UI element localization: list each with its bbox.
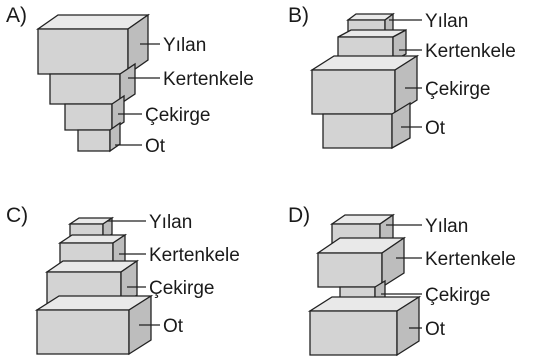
option-c-label-kertenkele: Kertenkele [149,245,240,266]
option-d-box-ot [307,295,422,357]
option-a-label-yilan: Yılan [163,35,206,56]
option-c-letter: C) [6,204,28,227]
option-a-box-kertenkele [49,62,136,106]
option-c-label-yilan: Yılan [149,212,192,233]
option-a-letter: A) [6,4,27,27]
option-d-label-cekirge: Çekirge [425,285,490,306]
option-b-label-kertenkele: Kertenkele [425,41,516,62]
option-d-label-ot: Ot [425,319,446,340]
option-c-box-ot [34,294,154,356]
option-b-box-ot [322,101,411,150]
option-d-label-yilan: Yılan [425,216,468,237]
option-d-letter: D) [288,204,310,227]
option-b: B) Yılan Kertenkele Çekirge [288,4,516,150]
option-a-label-kertenkele: Kertenkele [163,69,254,90]
option-c-label-ot: Ot [163,316,184,337]
option-b-label-ot: Ot [425,118,446,139]
option-a-box-ot [77,121,121,153]
option-b-box-kertenkele [337,28,407,63]
option-a-label-cekirge: Çekirge [145,105,210,126]
option-c-label-cekirge: Çekirge [149,278,214,299]
option-d-box-kertenkele [315,236,407,289]
option-b-label-yilan: Yılan [425,11,468,32]
option-b-box-cekirge [309,54,420,116]
option-a: A) Yılan Kertenkele Çekirge Ot [6,4,254,157]
option-b-letter: B) [288,4,309,27]
option-c: C) Yılan Kertenkele Çekirge [6,204,240,356]
option-a-box-yilan [35,13,151,76]
option-d-label-kertenkele: Kertenkele [425,249,516,270]
option-a-label-ot: Ot [145,136,166,157]
option-d: D) Yılan Kertenkele Çekirge [288,204,516,357]
option-b-label-cekirge: Çekirge [425,79,490,100]
